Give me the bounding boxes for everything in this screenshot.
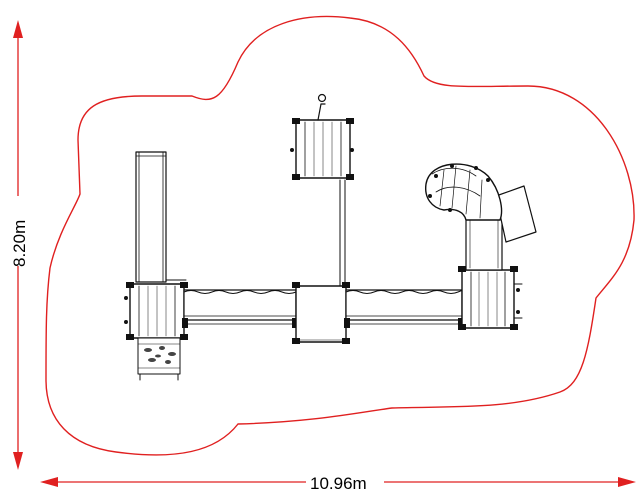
center-tower <box>292 282 350 344</box>
height-label-backdrop <box>8 196 30 266</box>
straight-slide <box>135 151 187 283</box>
safety-zone-outline <box>45 15 635 456</box>
width-dimension: 10.96m <box>40 472 636 491</box>
upper-pole <box>339 179 346 287</box>
arrow-right-icon <box>618 477 636 487</box>
tube-slide <box>425 163 537 271</box>
height-dimension: 8.20m <box>8 20 30 470</box>
left-tower <box>124 282 188 340</box>
height-dimension-label: 8.20m <box>10 220 29 267</box>
arrow-up-icon <box>13 20 23 38</box>
arrow-down-icon <box>13 452 23 470</box>
arrow-left-icon <box>40 477 58 487</box>
left-bridge <box>182 289 298 328</box>
climbing-ladder <box>137 337 181 381</box>
right-tower <box>458 266 523 330</box>
width-dimension-label: 10.96m <box>310 474 367 491</box>
play-equipment <box>124 93 537 381</box>
right-bridge <box>344 289 464 328</box>
width-label-backdrop <box>306 472 384 491</box>
upper-panel-box <box>290 93 354 180</box>
